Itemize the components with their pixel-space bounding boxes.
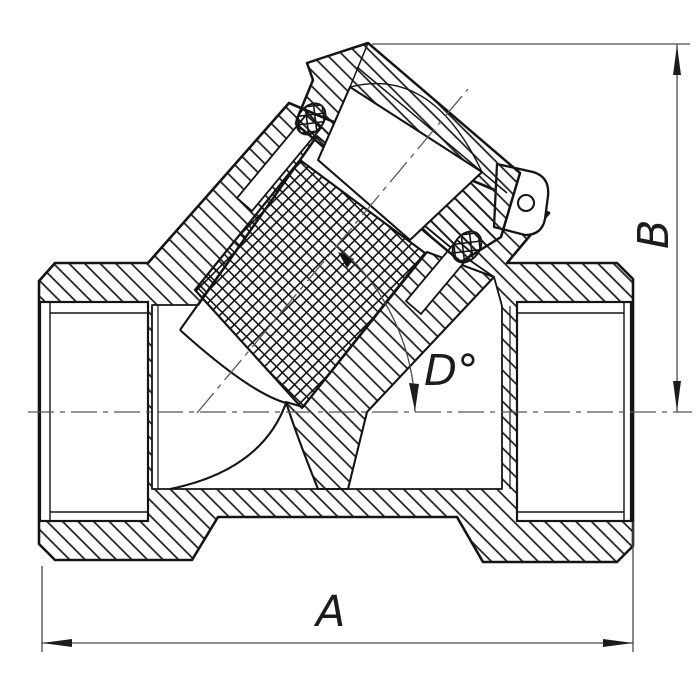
dimension-b: [372, 43, 690, 412]
seat-partition: [284, 250, 496, 491]
tab-hole: [516, 193, 536, 213]
angle-arrow: [409, 383, 419, 411]
dim-b-label: B: [629, 220, 679, 250]
angle-label: D°: [424, 346, 479, 396]
centerlines: [28, 88, 692, 414]
dim-a-arrow-right: [603, 639, 633, 647]
dimension-angle: [336, 245, 419, 413]
dim-a-arrow-left: [42, 639, 72, 647]
hex-edge-line: [349, 42, 369, 88]
dimension-a: [41, 522, 634, 652]
dim-b-arrow-top: [673, 45, 681, 75]
axis-arrowhead: [338, 252, 354, 268]
hex-chamfer-curve: [349, 82, 483, 173]
dim-b-arrow-bottom: [673, 381, 681, 411]
branch-axis-centerline: [196, 88, 469, 414]
dim-a-label: A: [313, 587, 345, 637]
cap-assembly: [294, 41, 550, 264]
